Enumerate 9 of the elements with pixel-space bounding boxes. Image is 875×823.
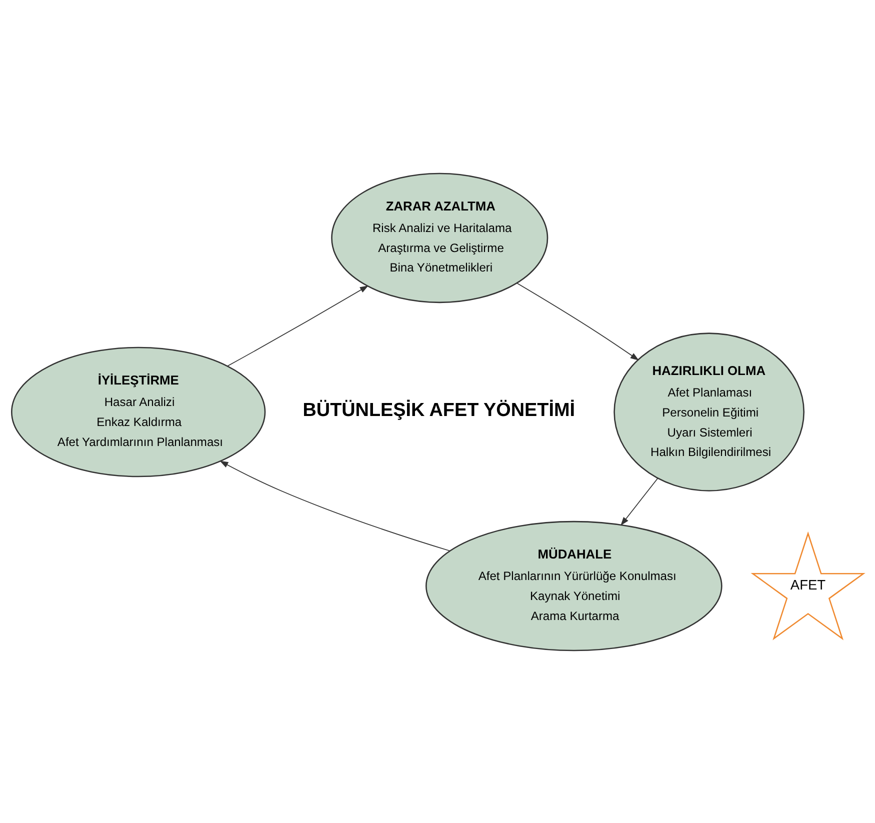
arrow (227, 284, 369, 366)
arrow (620, 477, 658, 526)
node-ellipse: ZARAR AZALTMA Risk Analizi ve Haritalama Araştırma ve Geliştirme Bina Yönetmelikleri (331, 172, 548, 303)
arrow (516, 282, 639, 360)
node-ellipse: MÜDAHALE Afet Planlarının Yürürlüğe Konulması Kaynak Yönetimi Arama Kurtarma (426, 520, 722, 651)
arrow (220, 460, 450, 551)
node-ellipse: İYİLEŞTİRME Hasar Analizi Enkaz Kaldırma Afet Yardımlarının Planlanması (11, 346, 266, 477)
node-ellipse: HAZIRLIKLI OLMA Afet Planlaması Personelin Eğitimi Uyarı Sistemleri Halkın Bilgilendirilmesi (614, 332, 804, 491)
label: BÜTÜNLEŞİK AFET YÖNETİMİ (302, 399, 576, 420)
